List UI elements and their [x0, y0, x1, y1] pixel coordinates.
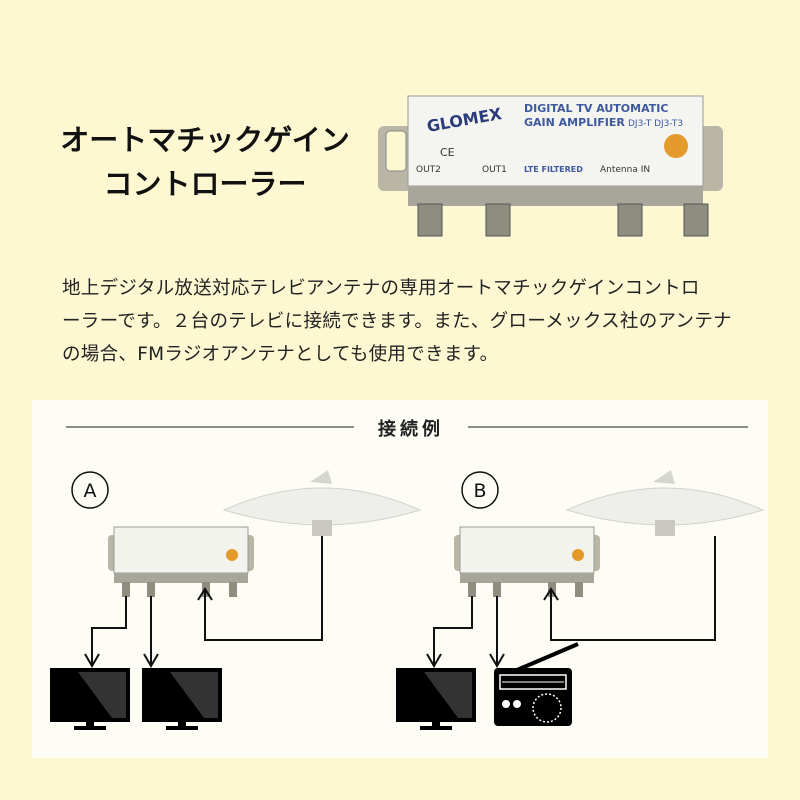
tv-icon — [142, 668, 222, 730]
product-title: オートマチックゲイン コントローラー — [55, 118, 355, 206]
connection-diagram: 接続例 A B — [50, 418, 764, 730]
badge-icon — [664, 134, 688, 158]
cables — [84, 536, 323, 668]
out2-label: OUT2 — [416, 165, 441, 175]
antenna-icon — [566, 469, 764, 537]
example-a: A — [50, 469, 421, 730]
label-circle — [71, 471, 109, 509]
description-line: の場合、FMラジオアンテナとしても使用できます。 — [62, 344, 499, 365]
out1-label: OUT1 — [482, 165, 507, 175]
cables — [426, 536, 716, 668]
example-b-label: B — [473, 480, 486, 502]
description-line: 地上デジタル放送対応テレビアンテナの専用オートマチックゲインコントロ — [62, 278, 700, 299]
device-line-1: DIGITAL TV AUTOMATIC — [524, 102, 668, 115]
amplifier-icon — [453, 526, 601, 598]
amplifier-photo: GLOMEX CE DIGITAL TV AUTOMATIC GAIN AMPL… — [378, 95, 723, 237]
device-model: DJ3-T DJ3-T3 — [628, 119, 683, 129]
tv-icon — [50, 668, 130, 730]
amplifier-icon — [107, 526, 255, 598]
antenna-icon — [223, 469, 421, 537]
label-circle — [461, 471, 499, 509]
antenna-in-label: Antenna IN — [600, 165, 650, 175]
radio-icon — [494, 642, 579, 726]
lte-label: LTE FILTERED — [524, 165, 583, 174]
connection-diagram-panel: 接続例 A B — [32, 400, 768, 758]
diagram-heading: 接続例 — [378, 418, 444, 440]
tv-icon — [396, 668, 476, 730]
title-line-2: コントローラー — [103, 167, 307, 201]
device-line-2: GAIN AMPLIFIER — [524, 116, 625, 129]
example-a-label: A — [84, 480, 97, 502]
title-line-1: オートマチックゲイン — [60, 123, 350, 157]
connector-icons — [417, 203, 709, 237]
description-line: ーラーです。２台のテレビに接続できます。また、グローメックス社のアンテナ — [62, 311, 732, 332]
ce-mark: CE — [440, 146, 455, 159]
example-b: B — [396, 469, 764, 730]
product-description: 地上デジタル放送対応テレビアンテナの専用オートマチックゲインコントロ ーラーです… — [62, 272, 762, 371]
